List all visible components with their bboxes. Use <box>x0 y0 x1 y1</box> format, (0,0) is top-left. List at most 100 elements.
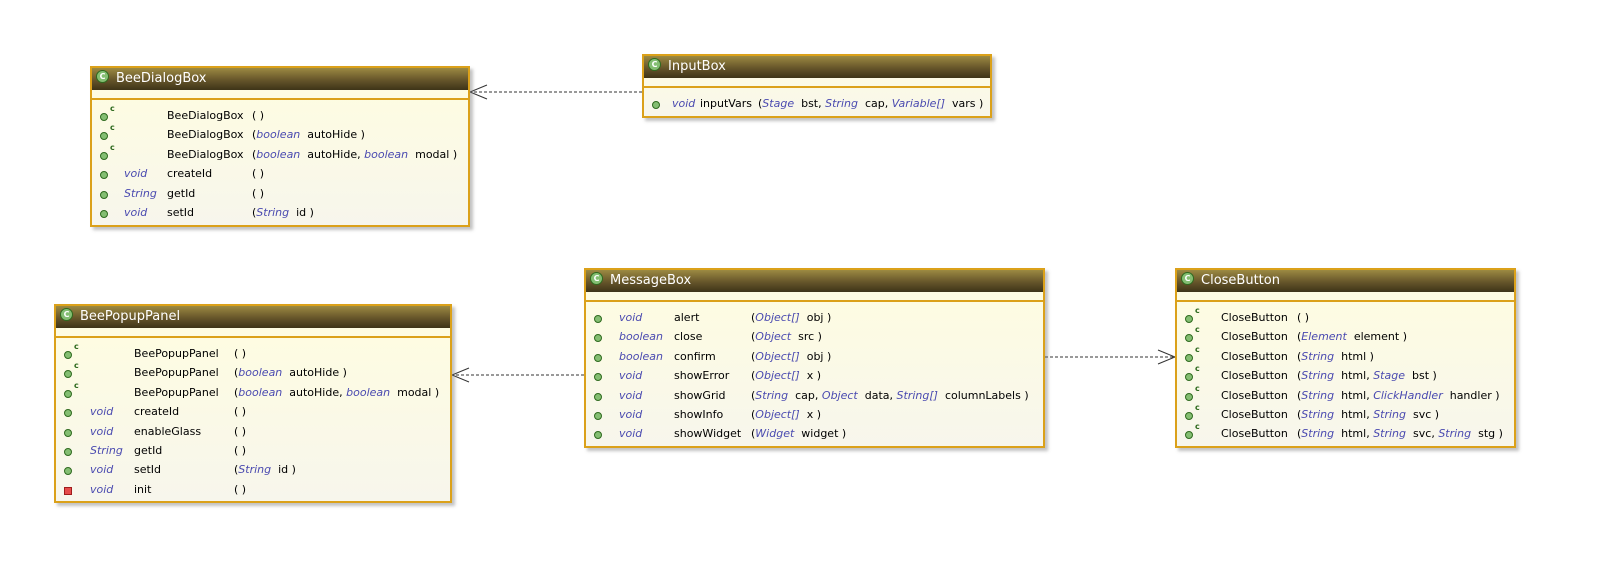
method-name: alert <box>674 311 700 324</box>
method-params: (boolean autoHide ) <box>252 128 365 142</box>
method-name: CloseButton <box>1221 349 1288 363</box>
param-type: boolean <box>238 385 283 399</box>
constructor-marker-icon: c <box>1195 422 1200 432</box>
public-method-icon <box>100 113 108 121</box>
param-type: String <box>755 388 789 402</box>
public-method-icon <box>1185 392 1193 401</box>
open-arrowhead-icon <box>468 84 488 100</box>
param-name: src <box>798 330 815 344</box>
param-name: modal <box>397 385 432 399</box>
public-method-icon <box>64 351 72 359</box>
public-method-icon <box>1185 353 1193 362</box>
method-params: (String html, ClickHandler handler ) <box>1297 388 1500 402</box>
constructor-marker-icon: c <box>110 123 115 133</box>
method-name: BeeDialogBox <box>167 147 244 161</box>
param-name: vars <box>952 97 976 110</box>
param-type: boolean <box>256 128 301 142</box>
param-name: html <box>1341 369 1367 383</box>
method-name: close <box>674 330 703 344</box>
method-name: setId <box>134 463 162 477</box>
method-params: ( ) <box>252 186 265 200</box>
method-name: createId <box>134 405 180 419</box>
param-name: obj <box>806 349 824 363</box>
param-type: Object[] <box>755 369 800 383</box>
param-type: String <box>1301 427 1335 441</box>
method-params: ( ) <box>234 482 247 496</box>
class-name: MessageBox <box>610 273 692 288</box>
param-name: handler <box>1449 388 1492 402</box>
method-params: (boolean autoHide, boolean modal ) <box>234 385 440 399</box>
method-return-type: void <box>619 369 643 383</box>
method-name: CloseButton <box>1221 427 1288 441</box>
param-type: String <box>1301 369 1335 383</box>
param-type: Widget <box>755 427 795 441</box>
method-params: (String id ) <box>234 463 296 477</box>
method-return-type: boolean <box>619 349 663 363</box>
param-type: String <box>1301 388 1335 402</box>
method-name: BeePopupPanel <box>134 385 219 399</box>
method-row[interactable]: void setId (String id ) <box>56 460 450 479</box>
method-params: (String id ) <box>252 205 314 219</box>
param-name: autoHide <box>307 147 358 161</box>
method-return-type: void <box>672 97 696 110</box>
param-type: String <box>1373 427 1407 441</box>
public-method-icon <box>64 447 72 456</box>
public-method-icon <box>594 431 602 440</box>
class-icon: C <box>1181 272 1194 285</box>
constructor-marker-icon: c <box>1195 402 1200 412</box>
public-method-icon <box>100 132 108 141</box>
constructor-marker-icon: c <box>1195 364 1200 374</box>
method-params: (boolean autoHide ) <box>234 366 347 380</box>
public-method-icon <box>64 389 72 398</box>
public-method-icon <box>594 392 602 401</box>
method-params: ( ) <box>1297 311 1310 324</box>
method-name: getId <box>134 443 163 457</box>
method-params: (String html, Stage bst ) <box>1297 369 1437 383</box>
method-return-type: void <box>90 405 114 419</box>
param-type: String <box>256 205 290 219</box>
method-name: showWidget <box>674 427 742 441</box>
method-name: BeePopupPanel <box>134 347 219 360</box>
param-type: Object[] <box>755 407 800 421</box>
param-type: Object <box>755 330 792 344</box>
method-return-type: void <box>90 463 114 477</box>
param-name: data <box>864 388 890 402</box>
method-return-type: String <box>124 186 157 200</box>
constructor-marker-icon: c <box>1195 306 1200 315</box>
public-method-icon <box>64 467 72 476</box>
